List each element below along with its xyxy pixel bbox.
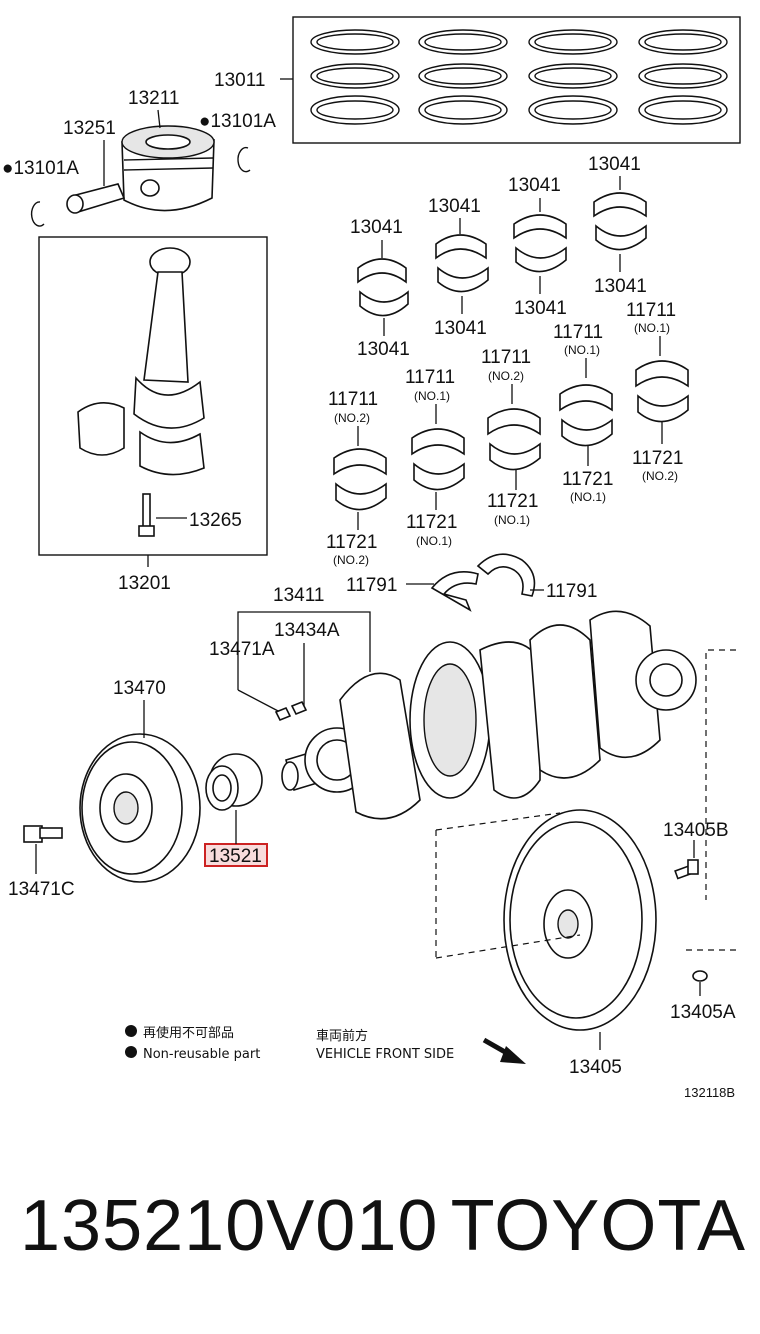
vehicle-front-arrow (482, 1037, 526, 1064)
label-13041-upper-1: 13041 (350, 217, 403, 238)
label-11711-no2-left: 11711 (328, 389, 378, 410)
piston-ring-set-frame (292, 16, 741, 144)
label-11721-no1-c: 11721 (562, 469, 613, 490)
main-bearing-4 (559, 384, 613, 447)
label-11791-right: 11791 (546, 581, 597, 602)
label-13470: 13470 (113, 678, 166, 699)
flywheel-bolt-drawing (674, 859, 699, 880)
label-11721-no1-c-sub: (NO.1) (570, 490, 606, 504)
label-13405b: 13405B (663, 820, 729, 841)
label-13101a-right: ●13101A (199, 111, 276, 132)
crank-pulley-drawing (79, 733, 201, 883)
label-13041-upper-2: 13041 (428, 196, 481, 217)
legend-front-en: VEHICLE FRONT SIDE (316, 1047, 454, 1062)
connecting-rod-frame (38, 236, 268, 556)
main-bearing-2 (411, 428, 465, 491)
nonreusable-bullet-jp (125, 1025, 137, 1037)
label-11711-no1-b-sub: (NO.1) (564, 343, 600, 357)
footer: 135210V010 TOYOTA (0, 1185, 760, 1285)
label-11711-no1-a-sub: (NO.1) (414, 389, 450, 403)
clip-left-drawing (30, 201, 45, 227)
legend-nonreusable-en: Non-reusable part (143, 1047, 260, 1062)
label-13405a: 13405A (670, 1002, 736, 1023)
conrod-bearing-4 (593, 192, 647, 251)
label-11711-no2-mid-sub: (NO.2) (488, 369, 524, 383)
label-11721-no2-right: 11721 (632, 448, 683, 469)
conrod-bearing-1 (357, 258, 409, 317)
label-13265: 13265 (189, 510, 242, 531)
label-13434a: 13434A (274, 620, 340, 641)
main-bearing-5 (635, 360, 689, 423)
flywheel-drawing (503, 809, 657, 1031)
label-11711-no1-a: 11711 (405, 367, 455, 388)
conrod-bearing-3 (513, 214, 567, 273)
label-13411: 13411 (273, 585, 324, 606)
label-11711-no2-left-sub: (NO.2) (334, 411, 370, 425)
label-13471c: 13471C (8, 879, 75, 900)
label-11711-no1-b: 11711 (553, 322, 603, 343)
label-11711-no1-right-sub: (NO.1) (634, 321, 670, 335)
legend-front-jp: 車両前方 (316, 1028, 368, 1044)
label-11791-left: 11791 (346, 575, 397, 596)
label-13101a-left: ●13101A (2, 158, 79, 179)
thrust-washer-left-drawing (430, 571, 479, 612)
legend-nonreusable-jp: 再使用不可部品 (143, 1025, 234, 1041)
rod-bolt-drawing (138, 493, 155, 537)
parts-diagram: 13011 13211 13251 ●13101A ●13101A 13265 … (2, 16, 741, 1100)
label-11711-no1-right: 11711 (626, 300, 676, 321)
connecting-rod-drawing (77, 247, 205, 476)
main-bearing-1 (333, 448, 387, 511)
label-13041-lower-4: 13041 (594, 276, 647, 297)
main-bearing-3 (487, 408, 541, 471)
pulley-bolt-drawing (23, 825, 63, 843)
diagram-reference-code: 132118B (684, 1085, 735, 1100)
label-11711-no2-mid: 11711 (481, 347, 531, 368)
crankshaft-drawing (281, 610, 697, 820)
conrod-bearing-2 (435, 234, 489, 293)
piston-ring-set-drawing (310, 29, 728, 125)
label-13201: 13201 (118, 573, 171, 594)
label-13471a: 13471A (209, 639, 275, 660)
nonreusable-bullet-en (125, 1046, 137, 1058)
label-13041-lower-1: 13041 (357, 339, 410, 360)
label-11721-no1-a: 11721 (406, 512, 457, 533)
label-13251: 13251 (63, 118, 116, 139)
part-number: 135210V010 (20, 1186, 439, 1266)
crank-timing-gear-drawing (205, 753, 263, 811)
piston-pin-drawing (66, 183, 126, 214)
label-13041-lower-2: 13041 (434, 318, 487, 339)
flywheel-pin-drawing (692, 970, 708, 982)
piston-drawing (121, 125, 215, 212)
crank-keys-drawing (274, 700, 308, 722)
brand-name: TOYOTA (450, 1186, 746, 1266)
label-11721-no1-a-sub: (NO.1) (416, 534, 452, 548)
label-11721-no2-left-sub: (NO.2) (333, 553, 369, 567)
label-11721-no2-left: 11721 (326, 532, 377, 553)
label-11721-no1-b-sub: (NO.1) (494, 513, 530, 527)
label-13521[interactable]: 13521 (209, 846, 262, 867)
label-13041-upper-4: 13041 (588, 154, 641, 175)
label-13405: 13405 (569, 1057, 622, 1078)
alignment-dashes (435, 649, 736, 959)
label-11721-no1-b: 11721 (487, 491, 538, 512)
label-13041-upper-3: 13041 (508, 175, 561, 196)
label-13041-lower-3: 13041 (514, 298, 567, 319)
thrust-washer-right-drawing (476, 553, 536, 597)
label-11721-no2-right-sub: (NO.2) (642, 469, 678, 483)
clip-right-drawing (237, 146, 251, 173)
label-13211: 13211 (128, 88, 179, 109)
label-13011: 13011 (214, 70, 265, 91)
